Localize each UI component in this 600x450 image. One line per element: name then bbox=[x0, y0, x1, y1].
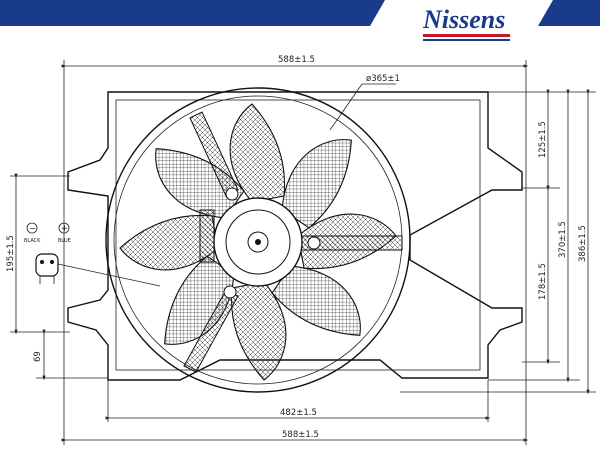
header-bar-left bbox=[0, 0, 385, 26]
dim-offset-top-right: 125±1.5 bbox=[538, 121, 548, 158]
strut-left bbox=[199, 209, 215, 263]
motor-hub-icon bbox=[213, 187, 321, 299]
dim-width-bottom-inner: 482±1.5 bbox=[280, 408, 317, 418]
fan-ring-outer bbox=[105, 87, 411, 393]
mount-bolt-bottom bbox=[223, 285, 237, 299]
dim-height-370: 370±1.5 bbox=[558, 221, 568, 258]
motor-shaft-core bbox=[255, 239, 261, 245]
fan-blade-icon bbox=[229, 103, 286, 203]
dim-fan-diameter: ø365±1 bbox=[366, 74, 400, 84]
dim-mount-height-left: 195±1.5 bbox=[6, 235, 16, 272]
connector-minus-symbol: − bbox=[29, 224, 36, 234]
dim-height-178: 178±1.5 bbox=[538, 263, 548, 300]
mount-bolt-right bbox=[307, 236, 321, 250]
fan-blade-icon bbox=[119, 214, 219, 271]
connector-plus-symbol: + bbox=[61, 224, 68, 234]
brand-logo-underline-blue bbox=[423, 39, 510, 41]
fan-blade-icon bbox=[230, 281, 287, 381]
header-band: Nissens bbox=[0, 0, 600, 41]
strut-top bbox=[189, 111, 239, 197]
shroud-inner-panel bbox=[115, 99, 481, 371]
fan-blade-icon bbox=[271, 265, 361, 336]
dim-offset-bottom-left: 69 bbox=[33, 351, 43, 362]
dimension-lines: 588±1.5 ø365±1 125±1.5 178±1.5 370±1.5 3… bbox=[6, 55, 596, 445]
fan-blade-icon bbox=[281, 139, 352, 229]
support-struts bbox=[183, 111, 403, 373]
dim-width-bottom-outer: 588±1.5 bbox=[282, 430, 319, 440]
dim-frame-width-top: 588±1.5 bbox=[278, 55, 315, 65]
header-bar-right bbox=[538, 0, 600, 26]
brand-logo-underline-red bbox=[423, 34, 510, 37]
connector-label-black: BLACK bbox=[24, 238, 41, 244]
mount-bolt-top bbox=[225, 187, 239, 201]
brand-logo-text: Nissens bbox=[422, 5, 505, 34]
connector-minus-circle bbox=[26, 222, 38, 234]
dim-height-386: 386±1.5 bbox=[578, 225, 588, 262]
connector-body bbox=[35, 253, 59, 277]
